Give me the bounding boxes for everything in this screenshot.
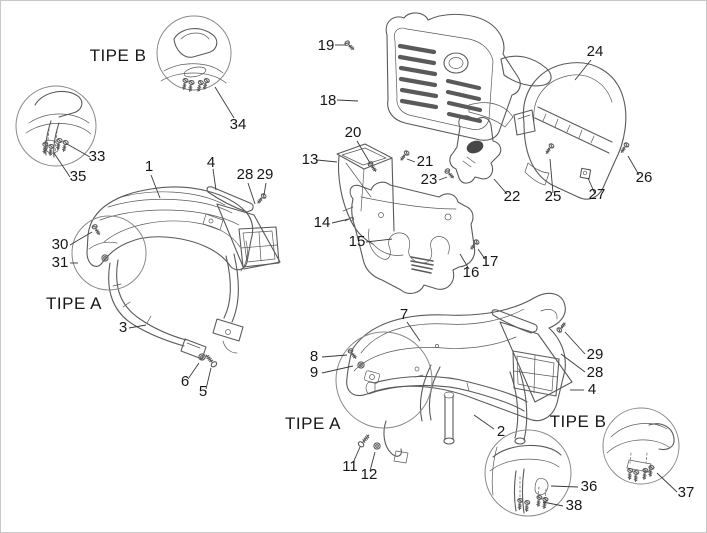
fastener-11-12 bbox=[356, 432, 381, 450]
variant-label-tipe-a: TIPE A bbox=[285, 414, 341, 433]
callout-label-17: 17 bbox=[482, 253, 499, 270]
part-rear-fender-24 bbox=[513, 62, 627, 200]
callout-label-21: 21 bbox=[417, 153, 434, 170]
fastener-5-6 bbox=[198, 352, 219, 369]
callout-label-36: 36 bbox=[581, 478, 598, 495]
callout-label-37: 37 bbox=[678, 484, 695, 501]
callout-label-27: 27 bbox=[589, 186, 606, 203]
part-grille-18 bbox=[385, 12, 552, 141]
loose-fasteners bbox=[255, 39, 631, 252]
callout-label-29: 29 bbox=[257, 166, 274, 183]
part-mudflap-4-lower bbox=[491, 309, 573, 403]
callout-label-25: 25 bbox=[545, 188, 562, 205]
callout-label-4: 4 bbox=[588, 381, 596, 398]
detail-circle-34 bbox=[156, 15, 232, 93]
callout-label-16: 16 bbox=[463, 264, 480, 281]
callout-label-34: 34 bbox=[230, 116, 247, 133]
callout-label-28: 28 bbox=[237, 166, 254, 183]
part-support-frame-2 bbox=[365, 364, 528, 464]
callout-label-29: 29 bbox=[587, 346, 604, 363]
callout-label-7: 7 bbox=[400, 306, 408, 323]
detail-circle-33-35 bbox=[15, 85, 97, 167]
part-mudflap-4-upper bbox=[202, 186, 281, 270]
callout-label-20: 20 bbox=[345, 124, 362, 141]
detail-circle-8-9 bbox=[335, 331, 433, 429]
callout-label-12: 12 bbox=[361, 466, 378, 483]
callout-label-19: 19 bbox=[318, 37, 335, 54]
detail-circle-30-31 bbox=[71, 215, 147, 291]
callout-label-33: 33 bbox=[89, 148, 106, 165]
detail-circle-37 bbox=[602, 407, 680, 485]
part-funnel-13 bbox=[336, 143, 404, 256]
callout-label-26: 26 bbox=[636, 169, 653, 186]
callout-label-30: 30 bbox=[52, 236, 69, 253]
callout-label-24: 24 bbox=[587, 43, 604, 60]
callout-label-31: 31 bbox=[52, 254, 69, 271]
callout-label-9: 9 bbox=[310, 364, 318, 381]
callout-label-2: 2 bbox=[497, 423, 505, 440]
callout-label-14: 14 bbox=[314, 214, 331, 231]
callout-label-11: 11 bbox=[342, 458, 358, 475]
callout-label-1: 1 bbox=[145, 158, 153, 175]
callout-label-8: 8 bbox=[310, 348, 318, 365]
part-horn-cover-14-17 bbox=[342, 181, 476, 294]
callout-label-23: 23 bbox=[421, 171, 438, 188]
callout-label-6: 6 bbox=[181, 373, 189, 390]
variant-label-tipe-b: TIPE B bbox=[550, 412, 607, 431]
variant-label-tipe-b: TIPE B bbox=[90, 46, 147, 65]
callout-label-28: 28 bbox=[587, 364, 604, 381]
callout-label-22: 22 bbox=[504, 188, 521, 205]
part-rear-fender-7 bbox=[346, 292, 566, 422]
part-front-fender-1 bbox=[86, 186, 254, 272]
callout-label-4: 4 bbox=[207, 154, 215, 171]
detail-circle-36-38 bbox=[484, 429, 572, 517]
leader-lines bbox=[53, 44, 678, 507]
part-support-frame-3 bbox=[108, 253, 244, 360]
callout-label-15: 15 bbox=[349, 233, 366, 250]
part-bracket-22 bbox=[449, 115, 502, 184]
variant-label-tipe-a: TIPE A bbox=[46, 294, 102, 313]
callout-label-18: 18 bbox=[320, 92, 337, 109]
callout-label-5: 5 bbox=[199, 383, 207, 400]
callout-label-13: 13 bbox=[302, 151, 319, 168]
callout-label-3: 3 bbox=[119, 319, 127, 336]
callout-label-35: 35 bbox=[70, 168, 87, 185]
callout-label-38: 38 bbox=[566, 497, 583, 514]
